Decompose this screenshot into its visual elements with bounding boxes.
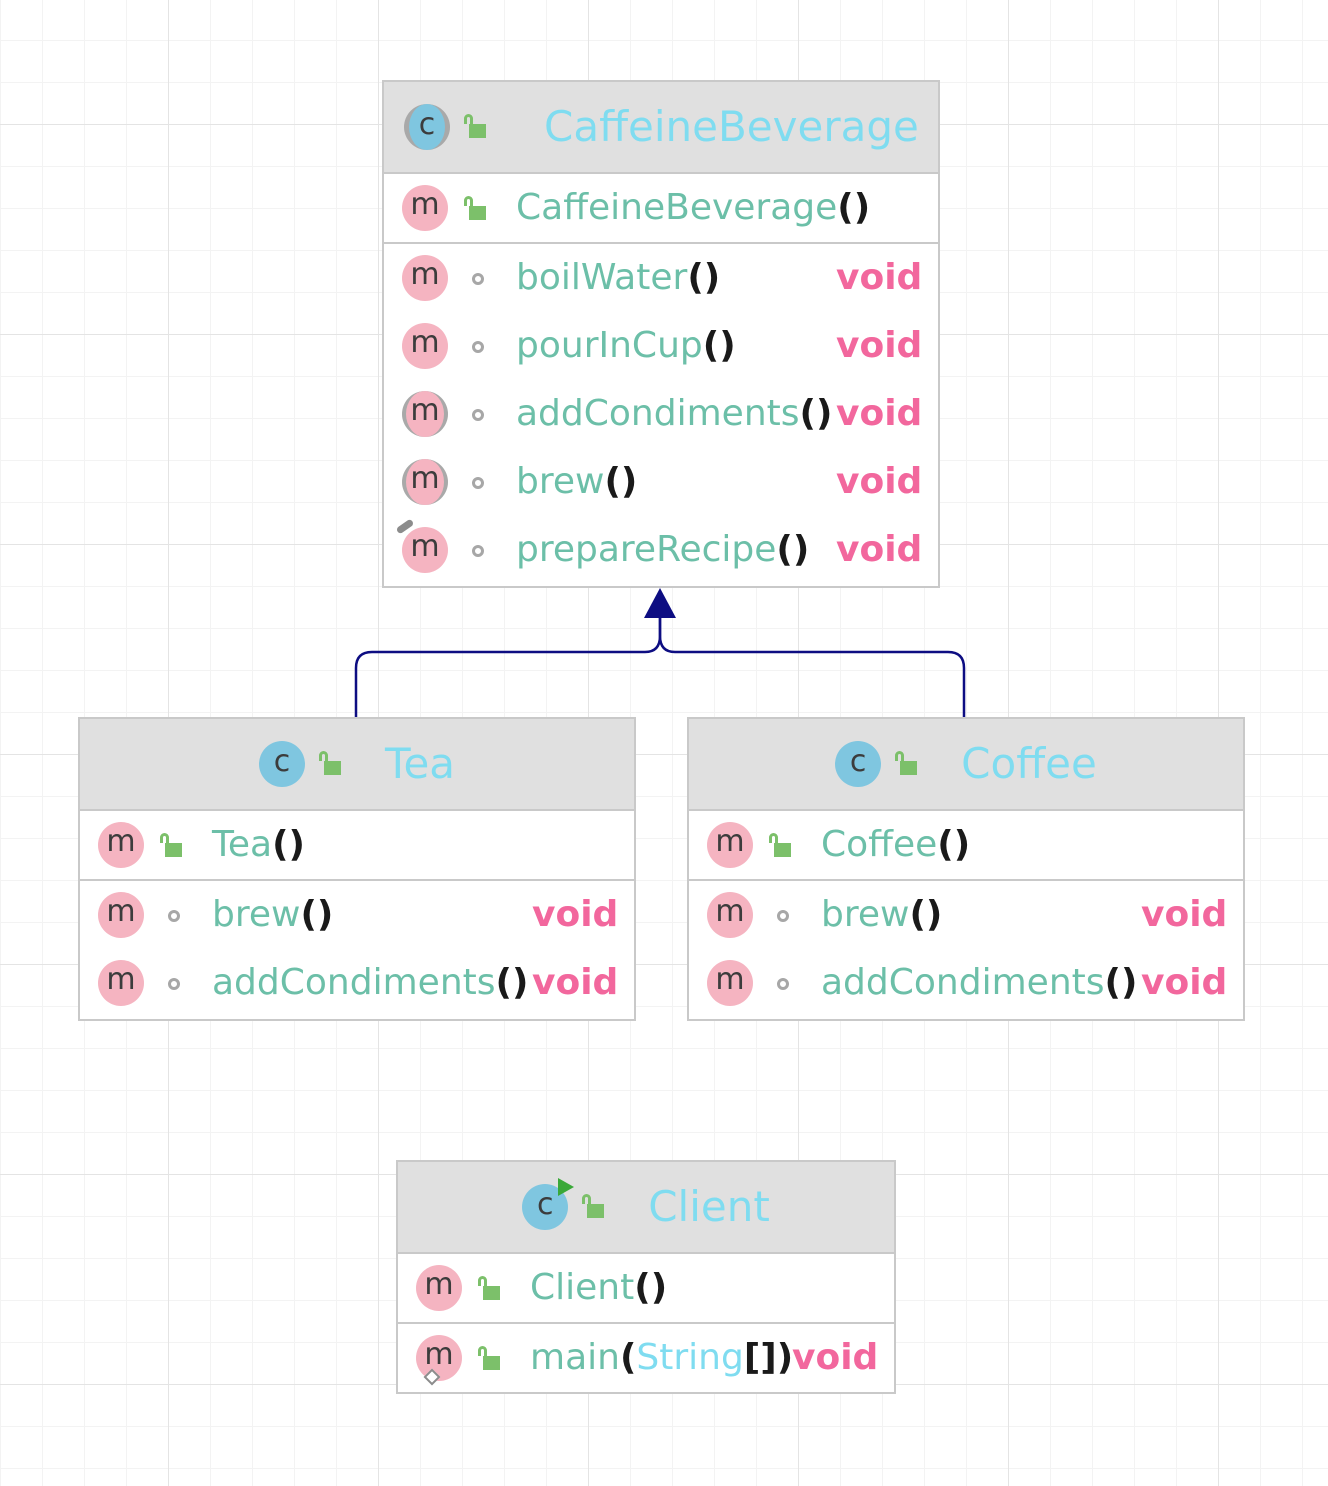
method-signature: Tea()	[212, 824, 305, 865]
class-client[interactable]: c Client m Client() m main(String[]) voi…	[396, 1160, 896, 1394]
methods-section: m brew() void m addCondiments() void	[689, 881, 1243, 1017]
method-icon: m	[98, 822, 144, 868]
class-tea[interactable]: c Tea m Tea() m brew() void m addCondime…	[78, 717, 636, 1021]
methods-section: m boilWater() void m pourInCup() void m …	[384, 244, 938, 584]
method-signature: addCondiments()	[212, 962, 529, 1003]
abstract-method-icon: m	[402, 391, 448, 437]
public-lock-icon	[160, 833, 182, 859]
constructor-row[interactable]: m Client()	[398, 1254, 894, 1322]
constructor-row[interactable]: m Coffee()	[689, 811, 1243, 879]
package-private-icon	[777, 978, 789, 990]
class-name: Coffee	[961, 739, 1097, 788]
return-type: void	[1141, 894, 1228, 935]
method-row[interactable]: m main(String[]) void	[398, 1324, 894, 1392]
package-private-icon	[472, 545, 484, 557]
method-row[interactable]: m brew() void	[80, 881, 634, 949]
method-signature: addCondiments()	[821, 962, 1138, 1003]
method-icon: m	[707, 822, 753, 868]
class-coffee[interactable]: c Coffee m Coffee() m brew() void m addC…	[687, 717, 1245, 1021]
methods-section: m main(String[]) void	[398, 1324, 894, 1392]
method-signature: prepareRecipe()	[516, 529, 810, 570]
class-header: c Client	[398, 1162, 894, 1254]
method-signature: brew()	[821, 894, 943, 935]
method-row[interactable]: m addCondiments() void	[384, 380, 938, 448]
return-type: void	[532, 894, 619, 935]
constructor-row[interactable]: m CaffeineBeverage()	[384, 174, 938, 242]
return-type: void	[532, 962, 619, 1003]
return-type: void	[1141, 962, 1228, 1003]
method-icon: m	[402, 255, 448, 301]
method-row[interactable]: m pourInCup() void	[384, 312, 938, 380]
method-row[interactable]: m brew() void	[384, 448, 938, 516]
final-method-icon: m	[395, 518, 448, 573]
return-type: void	[836, 393, 923, 434]
public-lock-icon	[478, 1276, 500, 1302]
static-method-icon: m	[416, 1335, 462, 1386]
class-caffeinebeverage[interactable]: c CaffeineBeverage m CaffeineBeverage() …	[382, 80, 940, 588]
class-header: c Coffee	[689, 719, 1243, 811]
public-lock-icon	[582, 1194, 605, 1220]
method-signature: main(String[])	[530, 1337, 794, 1378]
constructors-section: m CaffeineBeverage()	[384, 174, 938, 244]
package-private-icon	[472, 477, 484, 489]
method-signature: pourInCup()	[516, 325, 736, 366]
public-lock-icon	[478, 1346, 500, 1372]
method-signature: addCondiments()	[516, 393, 833, 434]
public-lock-icon	[895, 751, 918, 777]
class-icon: c	[835, 741, 882, 787]
class-name: Tea	[384, 739, 456, 788]
class-icon: c	[258, 741, 305, 787]
method-icon: m	[707, 960, 753, 1006]
class-header: c Tea	[80, 719, 634, 811]
method-signature: Coffee()	[821, 824, 971, 865]
method-icon: m	[98, 960, 144, 1006]
method-signature: CaffeineBeverage()	[516, 187, 871, 228]
method-icon: m	[416, 1265, 462, 1311]
method-signature: Client()	[530, 1267, 668, 1308]
package-private-icon	[472, 273, 484, 285]
package-private-icon	[777, 910, 789, 922]
return-type: void	[836, 529, 923, 570]
return-type: void	[836, 257, 923, 298]
runnable-class-icon: c	[522, 1178, 575, 1230]
return-type: void	[836, 325, 923, 366]
edge-tea-to-caffeinebeverage	[354, 618, 662, 717]
constructors-section: m Coffee()	[689, 811, 1243, 881]
package-private-icon	[472, 341, 484, 353]
class-name: Client	[648, 1182, 770, 1231]
method-row[interactable]: m brew() void	[689, 881, 1243, 949]
constructors-section: m Client()	[398, 1254, 894, 1324]
abstract-class-icon: c	[404, 104, 450, 150]
method-row[interactable]: m boilWater() void	[384, 244, 938, 312]
return-type: void	[836, 461, 923, 502]
methods-section: m brew() void m addCondiments() void	[80, 881, 634, 1017]
class-header: c CaffeineBeverage	[384, 82, 938, 174]
method-signature: boilWater()	[516, 257, 721, 298]
method-signature: brew()	[516, 461, 638, 502]
package-private-icon	[168, 978, 180, 990]
inheritance-arrowhead	[644, 588, 676, 618]
package-private-icon	[472, 409, 484, 421]
public-lock-icon	[318, 751, 341, 777]
constructors-section: m Tea()	[80, 811, 634, 881]
return-type: void	[792, 1337, 879, 1378]
constructor-row[interactable]: m Tea()	[80, 811, 634, 879]
method-signature: brew()	[212, 894, 334, 935]
package-private-icon	[168, 910, 180, 922]
abstract-method-icon: m	[402, 459, 448, 505]
public-lock-icon	[464, 114, 486, 140]
edge-coffee-to-caffeinebeverage	[658, 618, 966, 717]
public-lock-icon	[769, 833, 791, 859]
method-row[interactable]: m addCondiments() void	[689, 949, 1243, 1017]
method-row[interactable]: m prepareRecipe() void	[384, 516, 938, 584]
method-row[interactable]: m addCondiments() void	[80, 949, 634, 1017]
run-icon	[558, 1178, 575, 1196]
class-name: CaffeineBeverage	[544, 102, 919, 151]
method-icon: m	[98, 892, 144, 938]
method-icon: m	[402, 185, 448, 231]
method-icon: m	[707, 892, 753, 938]
method-icon: m	[402, 323, 448, 369]
public-lock-icon	[464, 196, 486, 222]
